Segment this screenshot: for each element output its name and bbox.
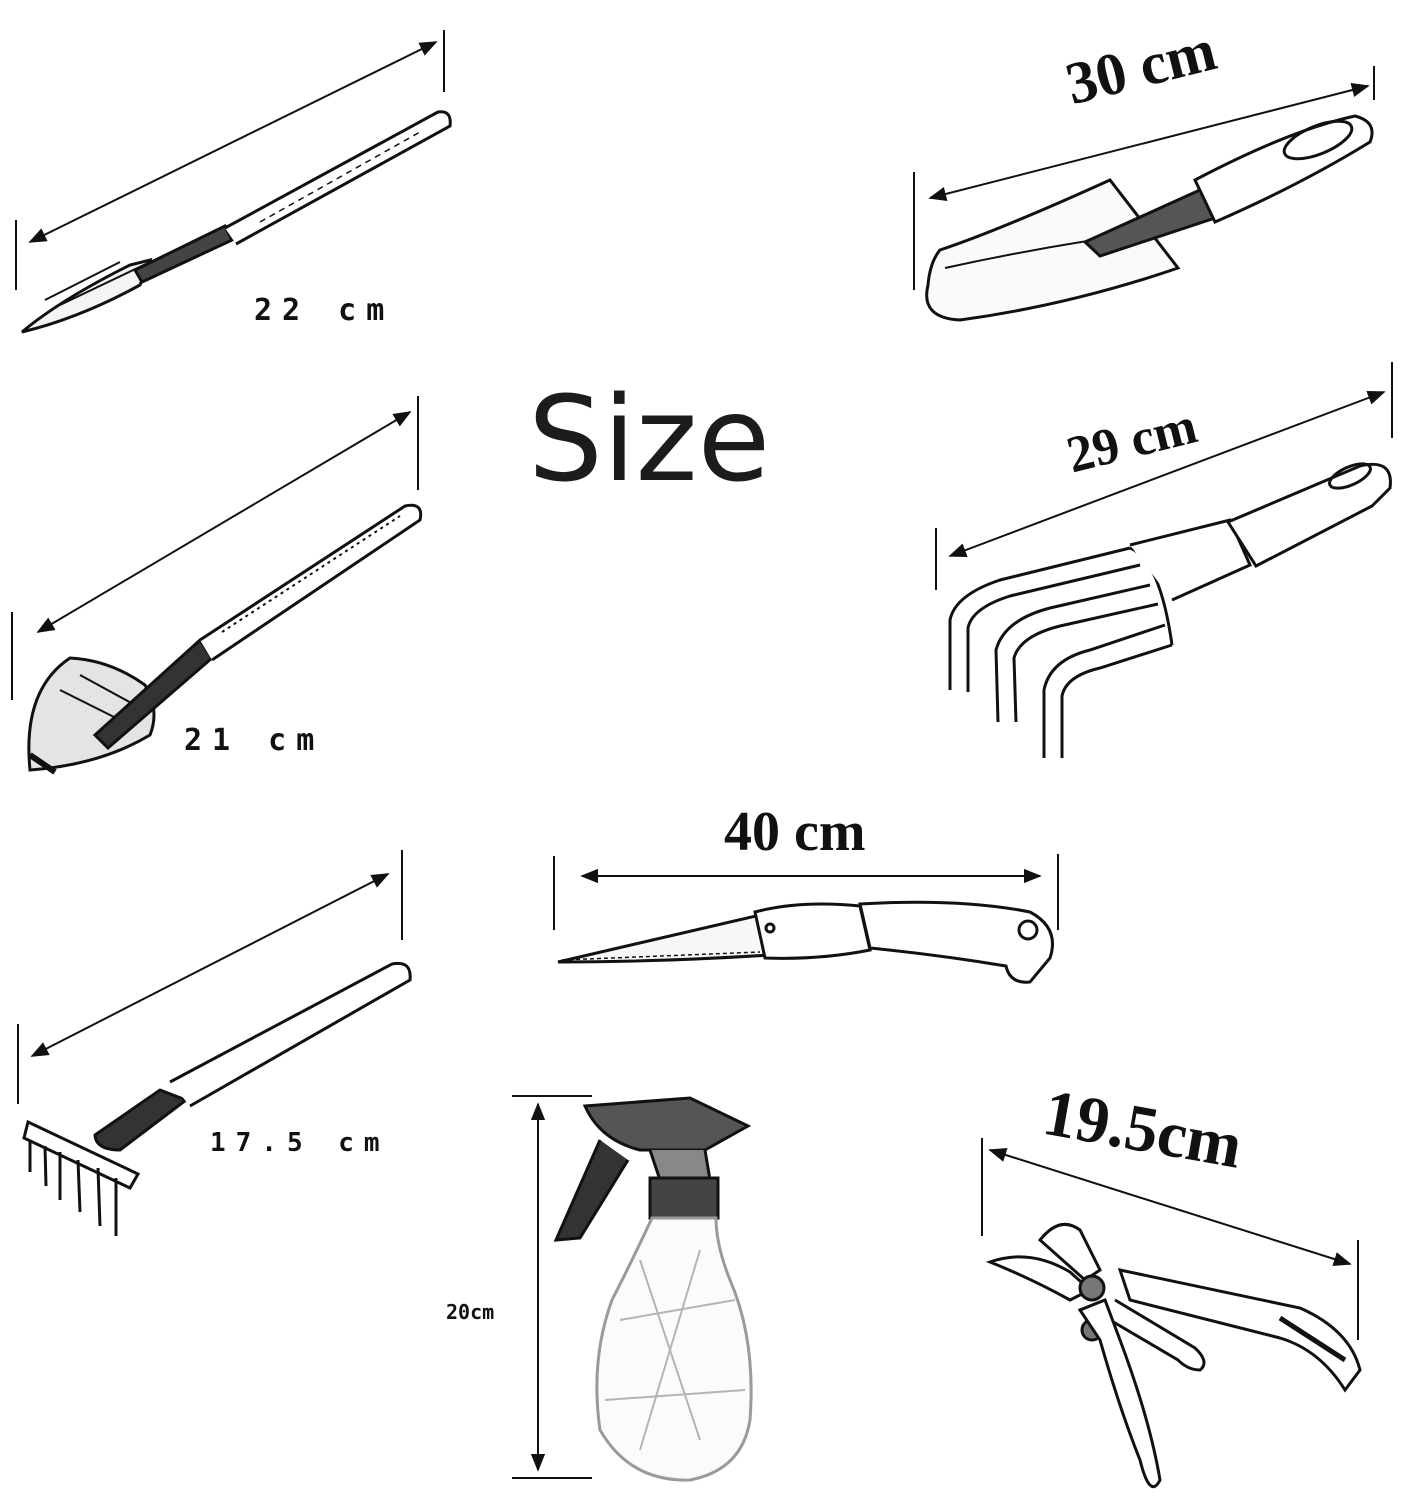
cultivator-dimension xyxy=(935,362,1393,590)
trowel-dimension xyxy=(913,66,1375,290)
sprayer-dimension xyxy=(512,1095,592,1479)
shovel-dimension xyxy=(11,396,419,700)
transplanter-label: 22 cm xyxy=(254,293,395,328)
shovel-label: 21 cm xyxy=(184,723,325,758)
saw-icon xyxy=(557,900,1054,984)
pruner-dimension xyxy=(981,1138,1359,1340)
transplanter-dimension xyxy=(15,30,445,290)
sprayer-icon xyxy=(553,1096,753,1482)
cultivator-icon xyxy=(948,462,1392,758)
pruner-icon xyxy=(985,1222,1362,1489)
page-title: Size xyxy=(528,370,771,508)
transplanter-icon xyxy=(21,110,452,334)
rake-label: 17.5 cm xyxy=(210,1128,390,1158)
trowel-icon xyxy=(925,114,1374,322)
saw-dimension xyxy=(553,854,1059,930)
saw-label: 40 cm xyxy=(724,801,866,863)
sprayer-label: 20cm xyxy=(446,1300,495,1324)
rake-icon xyxy=(22,961,412,1236)
rake-dimension xyxy=(17,850,403,1104)
shovel-icon xyxy=(27,503,423,775)
